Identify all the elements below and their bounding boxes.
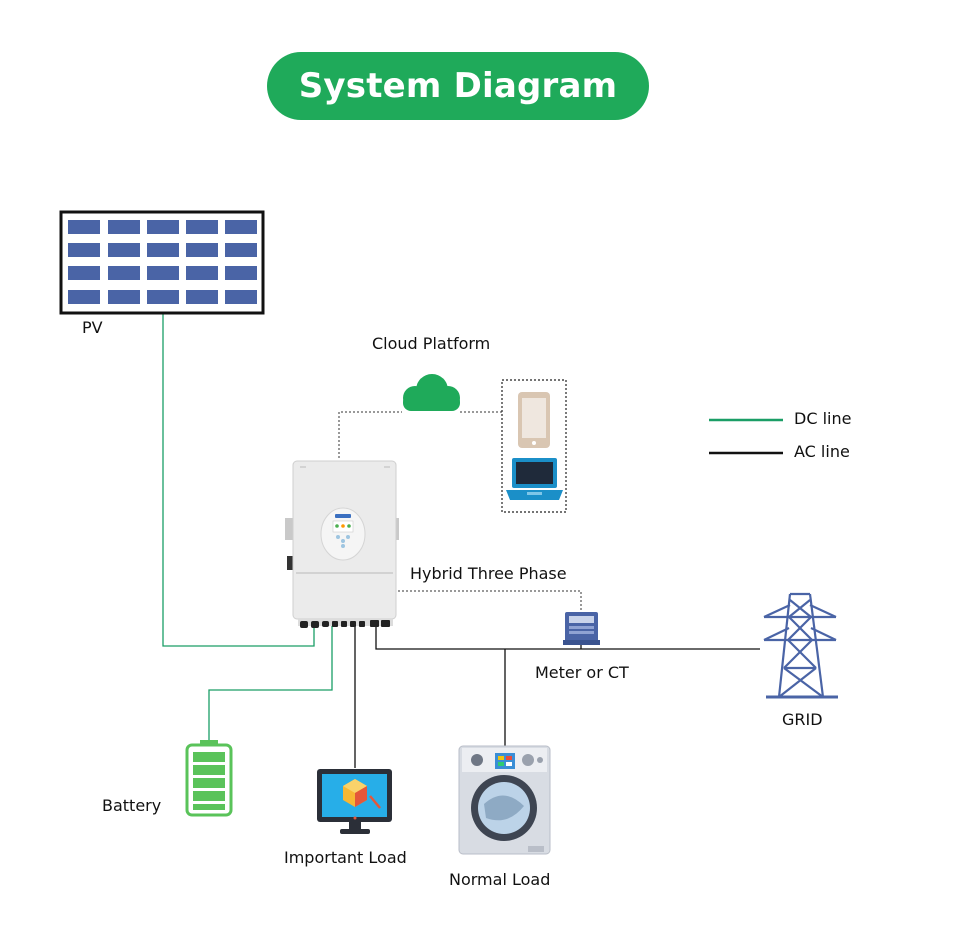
normal-load-label: Normal Load — [449, 870, 551, 889]
grid-ac-line — [375, 626, 760, 650]
cloud-icon — [403, 374, 460, 411]
diagram-title: System Diagram — [298, 66, 618, 106]
comm-lines — [338, 411, 582, 612]
monitor-icon — [317, 769, 392, 834]
ac-lines — [354, 626, 760, 768]
meter-icon — [563, 612, 600, 645]
title-banner: System Diagram — [267, 52, 649, 120]
pv-dc-line — [162, 314, 315, 647]
cloud-comm-line — [338, 411, 402, 458]
grid-label: GRID — [782, 710, 823, 729]
cloud-platform-label: Cloud Platform — [372, 334, 491, 353]
phone-icon — [518, 392, 550, 448]
monitoring-devices — [501, 379, 567, 513]
inverter-label: Hybrid Three Phase — [410, 564, 567, 583]
solar-panel-icon — [59, 210, 265, 315]
washing-machine-icon — [458, 745, 551, 855]
laptop-icon — [506, 458, 563, 500]
battery-icon — [185, 740, 233, 817]
important-load-label: Important Load — [284, 848, 407, 867]
inverter-icon — [285, 460, 399, 628]
transmission-tower-icon — [763, 592, 838, 699]
meter-comm-line — [398, 590, 582, 612]
legend-dc-label: DC line — [794, 409, 852, 428]
battery-label: Battery — [102, 796, 162, 815]
meter-label: Meter or CT — [535, 663, 629, 682]
legend-ac-label: AC line — [794, 442, 850, 461]
pv-label: PV — [82, 318, 103, 337]
battery-dc-line — [208, 626, 333, 744]
dc-lines — [162, 314, 333, 744]
